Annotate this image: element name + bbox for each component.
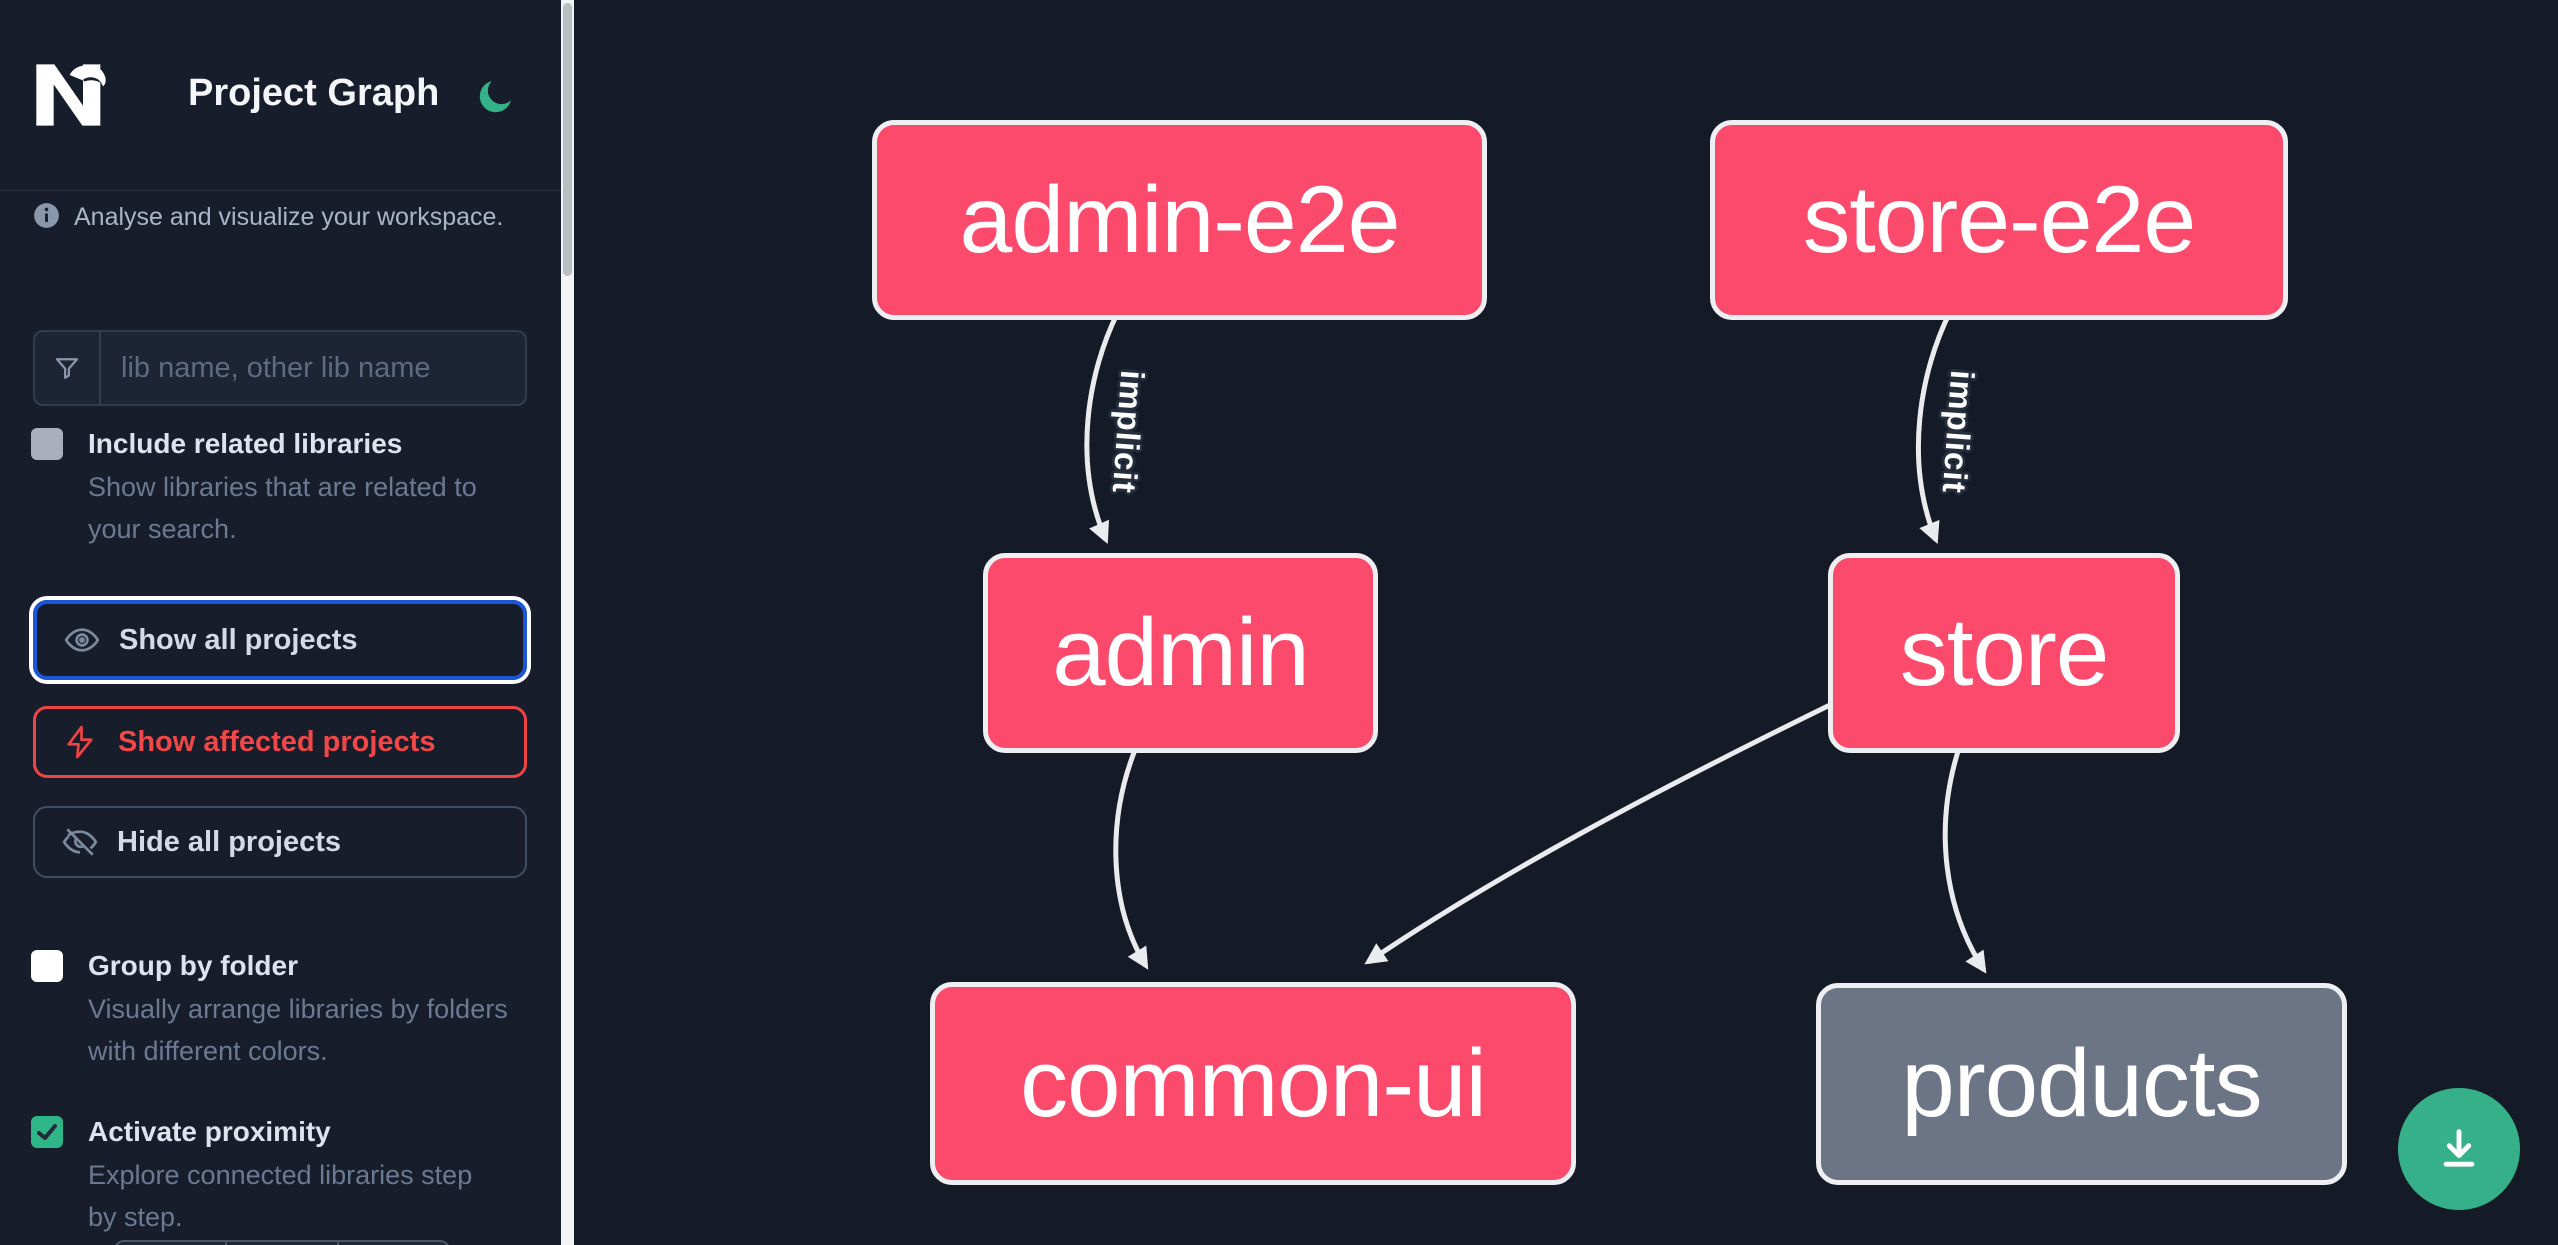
group-by-folder-label: Group by folder — [88, 950, 298, 981]
download-icon — [2443, 1129, 2475, 1167]
show-all-projects-label: Show all projects — [119, 623, 358, 656]
check-icon — [37, 1124, 57, 1140]
filter-input[interactable] — [101, 351, 525, 385]
funnel-icon — [55, 358, 79, 379]
tagline-text: Analyse and visualize your workspace. — [74, 203, 504, 231]
group-by-folder-description: Visually arrange libraries by folders wi… — [88, 994, 508, 1066]
option-include-related: Include related libraries Show libraries… — [31, 426, 501, 550]
eye-icon — [63, 621, 101, 659]
theme-toggle-moon-icon[interactable] — [476, 76, 516, 116]
node-admin[interactable]: admin — [983, 553, 1378, 753]
show-affected-projects-label: Show affected projects — [118, 725, 436, 758]
node-products[interactable]: products — [1816, 983, 2347, 1185]
edge-admin-common-ui[interactable] — [1113, 744, 1149, 970]
info-icon — [34, 203, 59, 228]
node-common-ui[interactable]: common-ui — [930, 982, 1576, 1185]
group-by-folder-checkbox[interactable] — [31, 950, 63, 982]
show-all-projects-button[interactable]: Show all projects — [33, 600, 527, 680]
activate-proximity-description: Explore connected libraries step by step… — [88, 1160, 473, 1232]
include-related-checkbox[interactable] — [31, 428, 63, 460]
hide-all-projects-label: Hide all projects — [117, 825, 342, 858]
segment-2[interactable] — [227, 1242, 339, 1245]
include-related-description: Show libraries that are related to your … — [88, 472, 477, 544]
sidebar-header: Project Graph — [0, 0, 561, 191]
bolt-icon — [62, 723, 100, 761]
sidebar-scrollbar-thumb[interactable] — [563, 3, 572, 276]
nx-logo — [36, 64, 106, 126]
sidebar: Project Graph Analyse and visualize your… — [0, 0, 561, 1245]
option-group-by-folder: Group by folder Visually arrange librari… — [31, 948, 508, 1072]
filter-box — [33, 330, 527, 406]
edge-admin-e2e-admin[interactable] — [1084, 310, 1121, 544]
edge-store-common-ui[interactable] — [1364, 701, 1834, 965]
node-store[interactable]: store — [1828, 553, 2180, 753]
node-admin-e2e[interactable]: admin-e2e — [872, 120, 1487, 320]
activate-proximity-label: Activate proximity — [88, 1116, 331, 1147]
edge-store-e2e-store[interactable] — [1915, 310, 1953, 545]
edge-store-products[interactable] — [1942, 744, 1987, 974]
proximity-depth-segmented-control[interactable] — [114, 1240, 450, 1245]
show-affected-projects-button[interactable]: Show affected projects — [33, 706, 527, 778]
node-store-e2e[interactable]: store-e2e — [1710, 120, 2288, 320]
segment-1[interactable] — [116, 1242, 228, 1245]
hide-all-projects-button[interactable]: Hide all projects — [33, 806, 527, 878]
include-related-label: Include related libraries — [88, 428, 403, 459]
filter-icon-segment — [35, 332, 101, 404]
tagline-row: Analyse and visualize your workspace. — [33, 202, 533, 232]
activate-proximity-checkbox[interactable] — [31, 1116, 63, 1148]
eye-off-icon — [61, 823, 99, 861]
download-image-button[interactable] — [2398, 1088, 2520, 1210]
option-activate-proximity: Activate proximity Explore connected lib… — [31, 1114, 501, 1238]
sidebar-scrollbar-track[interactable] — [561, 0, 574, 1245]
page-title: Project Graph — [188, 72, 440, 114]
